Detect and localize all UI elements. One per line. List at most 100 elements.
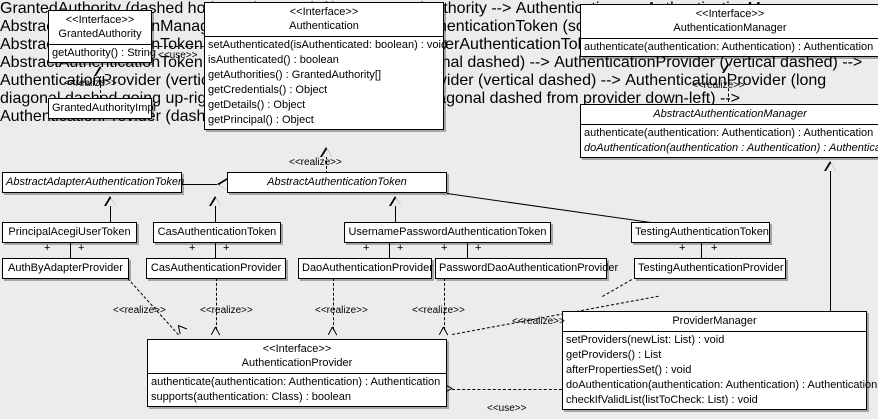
- class-authentication-manager[interactable]: <<Interface>> AuthenticationManager auth…: [580, 4, 878, 57]
- class-name: GrantedAuthority: [58, 28, 142, 40]
- class-granted-authority[interactable]: <<Interface>> GrantedAuthority getAuthor…: [48, 10, 156, 63]
- connector-adapter-to-abstract-token: [181, 184, 217, 185]
- class-granted-authority-header: <<Interface>> GrantedAuthority: [49, 11, 151, 44]
- connector-assoc-password-dao-provider: [467, 242, 468, 258]
- class-abstract-authentication-manager[interactable]: AbstractAuthenticationManager authentica…: [580, 104, 878, 158]
- compartment-divider: [205, 36, 443, 37]
- assoc-marker-cas-right: +: [223, 242, 230, 254]
- arrowhead-realize-cas-provider: [210, 326, 221, 337]
- class-name: PrincipalAcegiUserToken: [8, 226, 131, 238]
- connector-assoc-auth-by-adapter: [70, 242, 71, 258]
- class-provider-manager[interactable]: ProviderManager setProviders(newList: Li…: [562, 311, 878, 410]
- label-realize-granted-authority-impl: <<realize>>: [64, 78, 117, 89]
- class-name: AbstractAuthenticationManager: [653, 108, 807, 120]
- label-realize-cas-provider: <<realize>>: [200, 305, 253, 316]
- connector-assoc-dao-provider: [389, 242, 390, 258]
- method-item: isAuthenticated() : boolean: [208, 54, 339, 66]
- class-name: PasswordDaoAuthenticationProvider: [439, 262, 619, 274]
- assoc-marker-password-dao-right: +: [475, 242, 482, 254]
- connector-realize-password-dao-provider: [444, 278, 445, 330]
- compartment-divider: [563, 331, 866, 332]
- assoc-marker-principal-acegi-left: +: [44, 242, 51, 254]
- assoc-marker-dao-right: +: [397, 242, 404, 254]
- label-realize-auth-by-adapter: <<realize>>: [113, 305, 166, 316]
- class-name: CasAuthenticationProvider: [150, 262, 282, 274]
- class-name: ProviderManager: [672, 315, 757, 327]
- class-principal-acegi-user-token[interactable]: PrincipalAcegiUserToken: [2, 222, 137, 243]
- class-cas-authentication-provider[interactable]: CasAuthenticationProvider: [146, 258, 286, 279]
- class-abstract-authentication-manager-header: AbstractAuthenticationManager: [581, 105, 878, 124]
- class-auth-by-adapter-provider[interactable]: AuthByAdapterProvider: [2, 258, 129, 279]
- method-item: getProviders() : List: [566, 349, 662, 361]
- method-item-abstract: doAuthentication(authentication : Authen…: [584, 142, 878, 154]
- stereotype-interface: <<Interface>>: [262, 343, 332, 355]
- class-name: CasAuthenticationToken: [157, 226, 277, 238]
- compartment-divider: [148, 373, 446, 374]
- connector-realize-testing-provider: [602, 279, 632, 297]
- connector-generalize-username-password-token: [395, 206, 396, 222]
- class-password-dao-authentication-provider[interactable]: PasswordDaoAuthenticationProvider: [435, 258, 619, 279]
- triangle-realize-granted-authority-impl: [94, 66, 107, 76]
- compartment-divider: [581, 38, 878, 39]
- class-abstract-authentication-token[interactable]: AbstractAuthenticationToken: [227, 172, 447, 193]
- class-provider-manager-methods: setProviders(newList: List) : void getPr…: [563, 332, 878, 409]
- triangle-realize-abstract-authentication-manager: [722, 63, 735, 73]
- method-item: doAuthentication(authentication: Authent…: [566, 379, 878, 391]
- class-dao-authentication-provider[interactable]: DaoAuthenticationProvider: [298, 258, 433, 279]
- connector-realize-abstract-authentication-manager: [728, 72, 729, 102]
- class-granted-authority-methods: getAuthority() : String: [49, 45, 156, 62]
- connector-generalize-provider-manager: [830, 170, 831, 311]
- method-item: getDetails() : Object: [208, 99, 306, 111]
- connector-generalize-principal-acegi-user-token: [110, 206, 111, 222]
- class-cas-authentication-token[interactable]: CasAuthenticationToken: [153, 222, 281, 243]
- class-username-password-authentication-token[interactable]: UsernamePasswordAuthenticationToken: [344, 222, 551, 243]
- class-name: DaoAuthenticationProvider: [302, 262, 433, 274]
- connector-assoc-cas-provider: [215, 242, 216, 258]
- connector-realize-granted-authority-impl: [100, 75, 101, 98]
- class-authentication-manager-header: <<Interface>> AuthenticationManager: [581, 5, 878, 38]
- method-item: setProviders(newList: List) : void: [566, 334, 725, 346]
- method-item: getCredentials() : Object: [208, 84, 328, 96]
- label-realize-provider-manager: <<realize>>: [512, 316, 565, 327]
- class-testing-authentication-token[interactable]: TestingAuthenticationToken: [631, 222, 770, 243]
- class-abstract-adapter-authentication-token[interactable]: AbstractAdapterAuthenticationToken: [2, 172, 185, 193]
- method-item: checkIfValidList(listToCheck: List) : vo…: [566, 394, 758, 406]
- triangle-generalize-principal-acegi-user-token: [104, 196, 117, 206]
- class-granted-authority-impl[interactable]: GrantedAuthorityImpl: [48, 98, 156, 119]
- class-name: TestingAuthenticationToken: [635, 226, 769, 238]
- class-authentication-methods: setAuthenticated(isAuthenticated: boolea…: [205, 37, 447, 129]
- triangle-generalize-provider-manager: [824, 161, 837, 171]
- arrowhead-realize-password-dao-provider: [438, 326, 449, 337]
- compartment-divider: [581, 124, 878, 125]
- class-name: UsernamePasswordAuthenticationToken: [348, 226, 547, 238]
- method-item: getAuthority() : String: [52, 47, 156, 59]
- connector-use-provider-manager: [452, 389, 562, 390]
- class-testing-authentication-provider[interactable]: TestingAuthenticationProvider: [634, 258, 786, 279]
- triangle-generalize-username-password-token: [389, 196, 402, 206]
- class-authentication-manager-methods: authenticate(authentication: Authenticat…: [581, 39, 878, 56]
- label-realize-dao-provider: <<realize>>: [315, 305, 368, 316]
- class-name: AuthenticationProvider: [241, 357, 353, 369]
- triangle-realize-abstract-authentication-token: [320, 147, 333, 157]
- compartment-divider: [49, 44, 151, 45]
- connector-realize-dao-provider: [333, 278, 334, 330]
- label-use-provider-manager: <<use>>: [487, 403, 527, 414]
- assoc-marker-dao-left: +: [363, 242, 370, 254]
- stereotype-interface: <<Interface>>: [65, 14, 135, 26]
- label-realize-abstract-authentication-token: <<realize>>: [289, 157, 342, 168]
- class-authentication-provider-methods: authenticate(authentication: Authenticat…: [148, 374, 446, 406]
- class-authentication[interactable]: <<Interface>> Authentication setAuthenti…: [204, 2, 447, 130]
- connector-assoc-testing-provider: [701, 242, 702, 258]
- class-name: TestingAuthenticationProvider: [638, 262, 784, 274]
- stereotype-interface: <<Interface>>: [289, 6, 359, 18]
- method-item: getAuthorities() : GrantedAuthority[]: [208, 69, 382, 81]
- assoc-marker-cas-left: +: [189, 242, 196, 254]
- connector-generalize-cas-authentication-token: [215, 206, 216, 222]
- class-authentication-provider[interactable]: <<Interface>> AuthenticationProvider aut…: [147, 339, 447, 407]
- method-item: authenticate(authentication: Authenticat…: [584, 127, 874, 139]
- class-name: AbstractAdapterAuthenticationToken: [6, 176, 185, 188]
- label-use-granted-authority: <<use>>: [158, 50, 198, 61]
- assoc-marker-principal-acegi-right: +: [78, 242, 85, 254]
- class-authentication-header: <<Interface>> Authentication: [205, 3, 443, 36]
